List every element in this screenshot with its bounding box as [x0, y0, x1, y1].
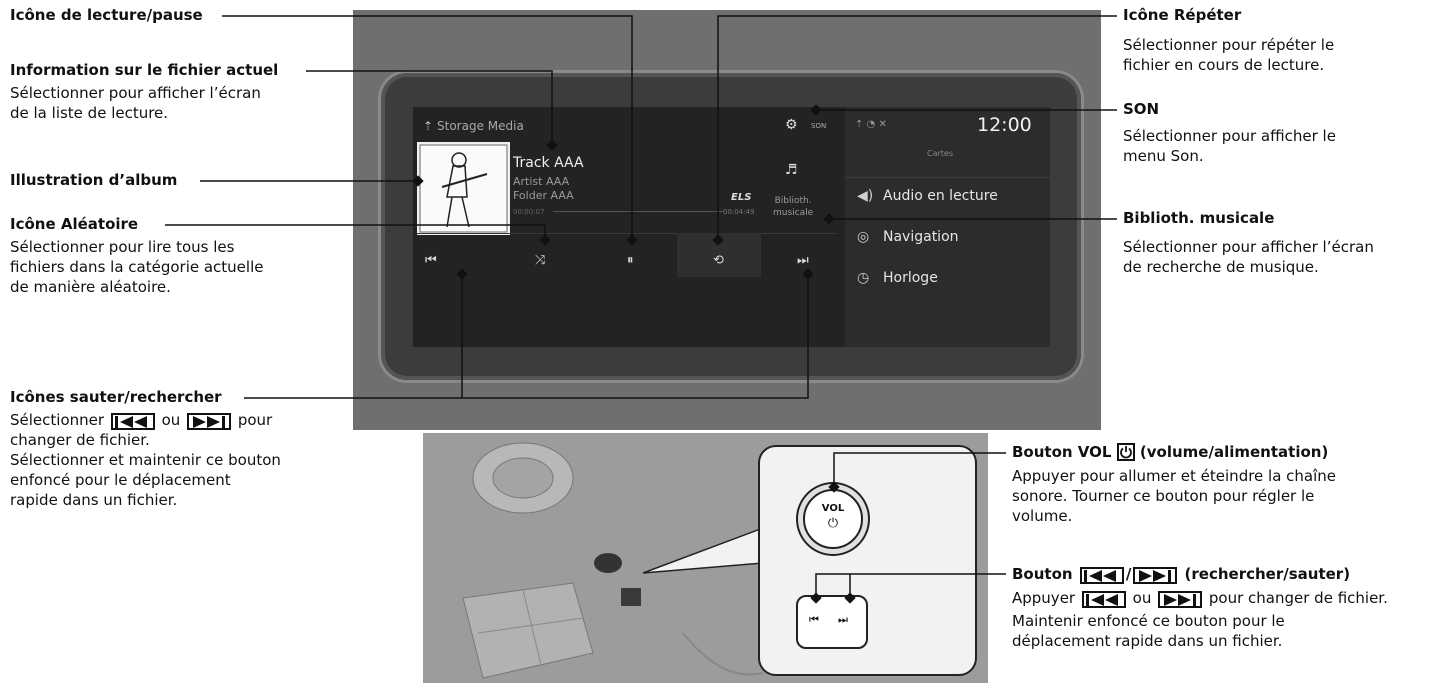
skip-forward-icon [1133, 567, 1178, 584]
son-label[interactable]: SON [811, 122, 827, 130]
music-library-button[interactable]: Biblioth. musicale [773, 195, 813, 219]
shuffle-desc-1: Sélectionner pour lire tous les [10, 238, 235, 256]
console-drawing [462, 442, 764, 679]
skip-seek-title: Icônes sauter/rechercher [10, 388, 222, 406]
skip-seek-desc-a: Sélectionner [10, 411, 105, 429]
menu-item-navigation-label: Navigation [883, 229, 959, 245]
audio-screen: ⇡ Storage Media ⚙ SON Track AAA Artist A… [413, 107, 1050, 347]
sound-desc-2: menu Son. [1123, 147, 1204, 165]
album-art-title: Illustration d’album [10, 171, 178, 189]
navigation-icon: ◎ [857, 229, 870, 245]
music-library-label-2: musicale [773, 208, 814, 218]
maps-label[interactable]: Cartes [927, 149, 954, 158]
source-label[interactable]: Storage Media [437, 119, 524, 133]
vol-button-desc-3: volume. [1012, 507, 1073, 525]
usb-icon: ⇡ [423, 119, 434, 133]
skip-seek-desc-4: enfoncé pour le déplacement [10, 471, 231, 489]
skip-seek-desc-b: pour [237, 411, 273, 429]
music-library-label-1: Biblioth. [774, 196, 812, 206]
seek-button-desc-or: ou [1132, 589, 1152, 607]
menu-item-audio[interactable]: ◀) Audio en lecture [857, 188, 998, 204]
track-title[interactable]: Track AAA [513, 155, 584, 171]
vol-button-desc-2: sonore. Tourner ce bouton pour régler le [1012, 487, 1315, 505]
gear-icon[interactable]: ⚙ [785, 117, 798, 133]
repeat-title: Icône Répéter [1123, 6, 1242, 24]
skip-seek-desc-3: Sélectionner et maintenir ce bouton [10, 451, 281, 469]
controls-divider [417, 233, 837, 234]
album-illustration [419, 144, 508, 233]
seek-button-title-b: (rechercher/sauter) [1184, 565, 1351, 583]
skip-back-icon [1079, 567, 1124, 584]
shuffle-title: Icône Aléatoire [10, 215, 139, 233]
album-art[interactable] [417, 142, 510, 235]
current-file-title: Information sur le fichier actuel [10, 61, 279, 79]
vol-button-title-b: (volume/alimentation) [1139, 443, 1329, 461]
vol-button-title: Bouton VOL (volume/alimentation) [1012, 443, 1328, 462]
skip-back-button[interactable]: ⏮ [425, 253, 437, 268]
seek-button[interactable]: ⏮ ⏭ [796, 595, 868, 649]
seek-button-desc-line1: Appuyer ou pour changer de fichier. [1012, 589, 1388, 608]
play-pause-title: Icône de lecture/pause [10, 6, 203, 24]
progress-bar[interactable] [553, 211, 723, 212]
skip-seek-desc-or: ou [161, 411, 181, 429]
skip-forward-icon [187, 413, 232, 430]
skip-forward-button[interactable]: ⏭ [797, 253, 809, 268]
skip-seek-desc-5: rapide dans un fichier. [10, 491, 178, 509]
skip-forward-icon [1158, 591, 1203, 608]
artist-label: Artist AAA [513, 175, 570, 188]
skip-back-icon: ⏮ [809, 613, 819, 626]
seek-button-desc-3: déplacement rapide dans un fichier. [1012, 632, 1283, 650]
status-icons: ⇡ ◔ ✕ [855, 119, 887, 130]
skip-seek-desc-line1: Sélectionner ou pour [10, 411, 272, 430]
sound-title: SON [1123, 100, 1160, 118]
skip-back-icon [1081, 591, 1126, 608]
shuffle-icon[interactable]: ⤨ [535, 253, 546, 268]
current-file-desc-1: Sélectionner pour afficher l’écran [10, 84, 261, 102]
clock-icon: ◷ [857, 270, 870, 286]
shuffle-desc-2: fichiers dans la catégorie actuelle [10, 258, 264, 276]
menu-item-navigation[interactable]: ◎ Navigation [857, 229, 959, 245]
repeat-desc-2: fichier en cours de lecture. [1123, 56, 1325, 74]
vol-button-desc-1: Appuyer pour allumer et éteindre la chaî… [1012, 467, 1337, 485]
skip-back-icon [110, 413, 155, 430]
music-library-title: Biblioth. musicale [1123, 209, 1275, 227]
menu-item-clock-label: Horloge [883, 270, 938, 286]
play-pause-icon[interactable]: ⏸ [627, 253, 634, 268]
infotainment-photo: ⇡ Storage Media ⚙ SON Track AAA Artist A… [353, 10, 1101, 430]
speaker-icon: ◀) [857, 188, 874, 204]
total-time: 00:04:49 [723, 208, 755, 216]
vol-button-title-a: Bouton VOL [1012, 443, 1112, 461]
menu-item-clock[interactable]: ◷ Horloge [857, 270, 938, 286]
seek-button-title-a: Bouton [1012, 565, 1073, 583]
shuffle-desc-3: de manière aléatoire. [10, 278, 171, 296]
right-panel: ⇡ ◔ ✕ 12:00 Cartes ◀) Audio en lecture ◎ N… [845, 107, 1050, 347]
power-icon: ⏻ [827, 516, 839, 531]
elapsed-time: 00:00:07 [513, 208, 545, 216]
panel-divider [845, 177, 1050, 178]
repeat-desc-1: Sélectionner pour répéter le [1123, 36, 1335, 54]
skip-seek-desc-2: changer de fichier. [10, 431, 150, 449]
els-logo: ELS [731, 192, 752, 203]
repeat-icon[interactable]: ⟲ [713, 253, 724, 268]
power-icon [1116, 443, 1135, 461]
seek-button-desc-a: Appuyer [1012, 589, 1076, 607]
vol-knob-label: VOL [821, 503, 845, 514]
sound-desc-1: Sélectionner pour afficher le [1123, 127, 1336, 145]
menu-item-audio-label: Audio en lecture [883, 188, 998, 204]
clock: 12:00 [977, 114, 1032, 136]
seek-button-desc-2: Maintenir enfoncé ce bouton pour le [1012, 612, 1285, 630]
console-photo: VOL ⏻ ⏮ ⏭ [423, 433, 988, 683]
folder-label: Folder AAA [513, 189, 574, 202]
music-library-icon[interactable]: ♬ [785, 162, 798, 178]
callout-bubble [758, 445, 977, 676]
current-file-desc-2: de la liste de lecture. [10, 104, 169, 122]
skip-forward-icon: ⏭ [838, 613, 848, 626]
music-library-desc-1: Sélectionner pour afficher l’écran [1123, 238, 1374, 256]
music-library-desc-2: de recherche de musique. [1123, 258, 1319, 276]
seek-button-desc-b: pour changer de fichier. [1208, 589, 1388, 607]
seek-button-title: Bouton / (rechercher/sauter) [1012, 565, 1351, 584]
vol-knob[interactable]: VOL ⏻ [803, 489, 863, 549]
